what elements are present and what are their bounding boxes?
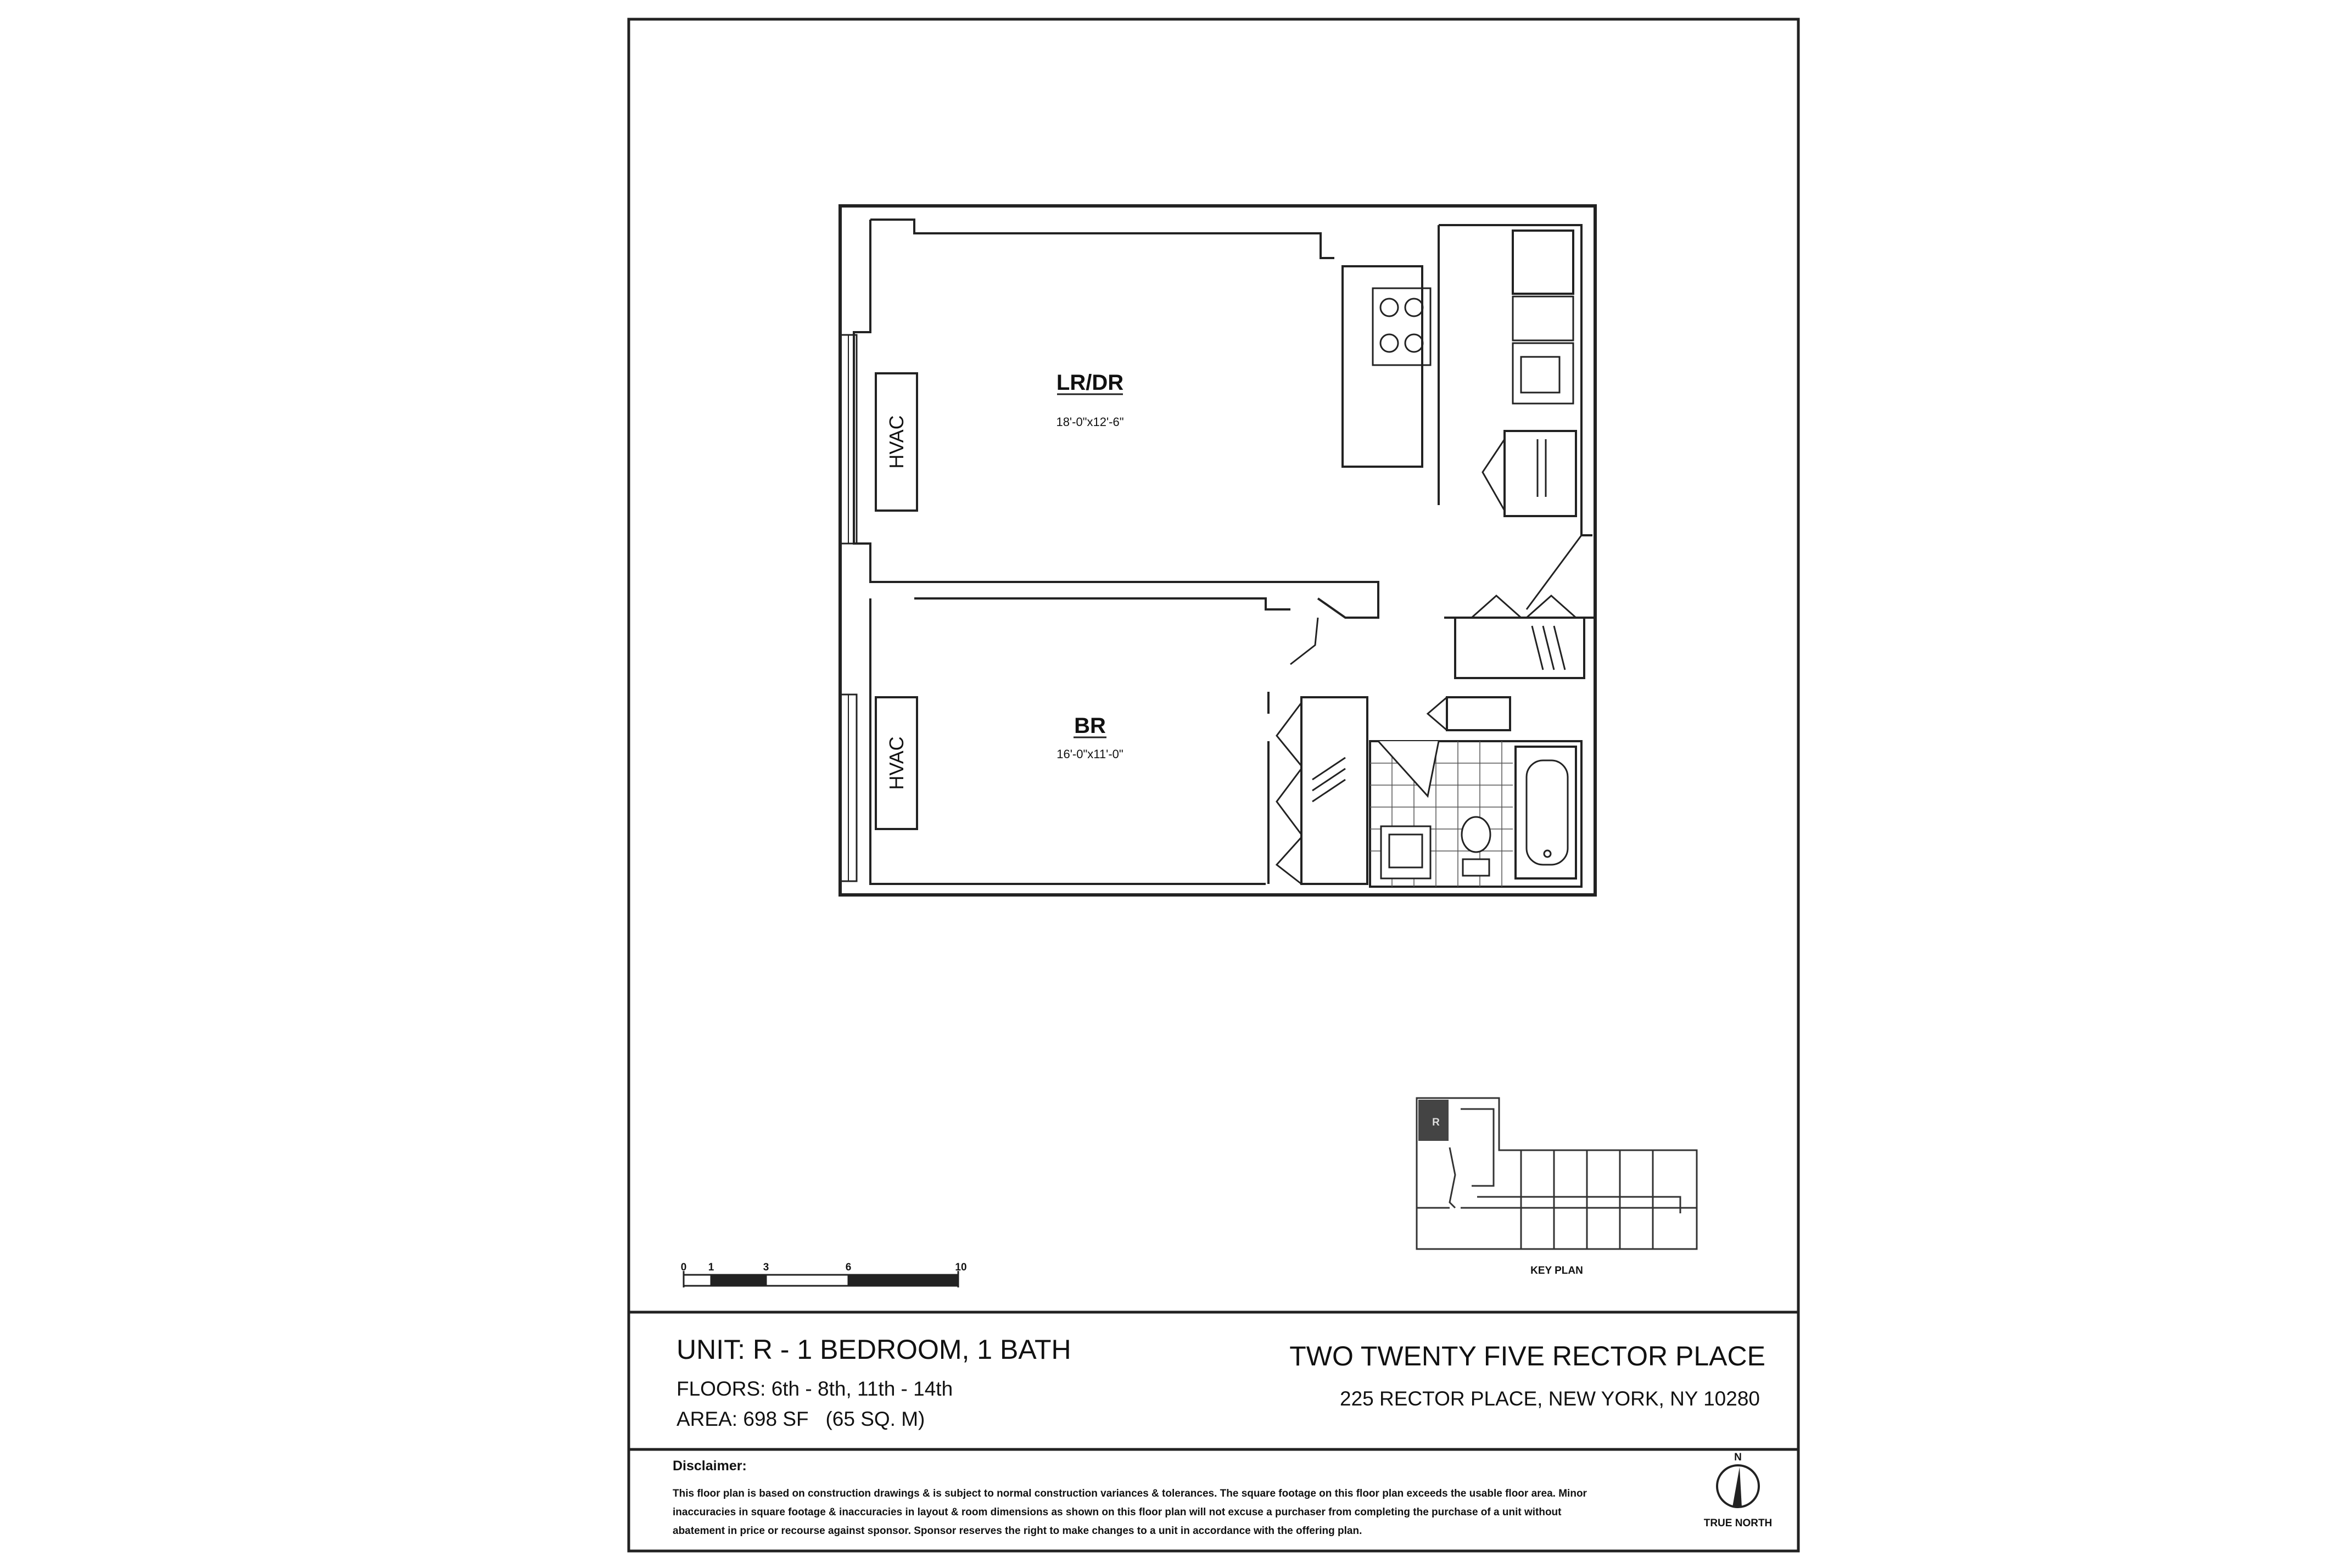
bedroom-hvac-label: HVAC <box>885 736 908 789</box>
unit-floors: FLOORS: 6th - 8th, 11th - 14th <box>677 1377 953 1400</box>
bedroom-hvac-unit <box>875 696 918 830</box>
bedroom-window <box>839 693 858 882</box>
living-room-hvac-label: HVAC <box>885 415 908 468</box>
bedroom-top-wall <box>914 597 1290 611</box>
north-arrow <box>1716 1464 1760 1508</box>
scale-label-3: 3 <box>763 1262 769 1273</box>
bedroom-door-swing <box>1290 617 1319 665</box>
disclaimer-line-1: This floor plan is based on construction… <box>673 1488 1587 1499</box>
building-name: TWO TWENTY FIVE RECTOR PLACE <box>1289 1341 1765 1371</box>
true-north-label: TRUE NORTH <box>1704 1517 1773 1529</box>
bedroom-name: BR <box>1074 714 1106 738</box>
kitchen-wall <box>1439 224 1592 536</box>
unit-floor-plan <box>838 204 1597 897</box>
linen-closet <box>1426 696 1511 731</box>
key-plan-stair <box>1449 1147 1456 1209</box>
refrigerator <box>1512 229 1574 295</box>
scale-bar <box>683 1271 959 1287</box>
unit-title: UNIT: R - 1 BEDROOM, 1 BATH <box>677 1334 1071 1365</box>
key-plan-highlighted-unit <box>1418 1100 1449 1141</box>
scale-label-1: 1 <box>708 1262 714 1273</box>
living-room-window <box>839 334 858 545</box>
bedroom-closet <box>1275 696 1368 885</box>
dishwasher <box>1512 295 1574 341</box>
kitchen-counter <box>1341 265 1423 468</box>
living-room-top-wall <box>870 219 1334 259</box>
key-plan-outline <box>1416 1097 1698 1250</box>
disclaimer-heading: Disclaimer: <box>673 1458 747 1474</box>
exterior-wall-outer <box>838 204 1597 897</box>
hall-closet <box>1454 594 1585 679</box>
unit-area: AREA: 698 SF (65 SQ. M) <box>677 1408 925 1430</box>
kitchen-sink <box>1512 342 1574 405</box>
living-room-wall <box>853 220 1379 619</box>
disclaimer-line-2: inaccuracies in square footage & inaccur… <box>673 1507 1562 1518</box>
toilet <box>1461 816 1491 877</box>
key-plan <box>1416 1097 1698 1250</box>
bath-sink <box>1380 825 1432 880</box>
key-plan-label: KEY PLAN <box>1530 1265 1583 1276</box>
bathtub <box>1514 746 1577 880</box>
key-plan-corridor <box>1461 1108 1681 1213</box>
building-address: 225 RECTOR PLACE, NEW YORK, NY 10280 <box>1340 1387 1760 1410</box>
entry-door-swing <box>1525 534 1592 610</box>
living-room-dimensions: 18'-0"x12'-6" <box>1056 415 1123 429</box>
living-room-hvac-unit <box>875 372 918 512</box>
disclaimer-line-3: abatement in price or recourse against s… <box>673 1525 1362 1537</box>
sheet-border <box>627 18 1800 1553</box>
scale-label-0: 0 <box>681 1262 687 1273</box>
bedroom-dimensions: 16'-0"x11'-0" <box>1056 747 1123 761</box>
kitchen-closet <box>1482 430 1577 517</box>
bedroom-left-wall <box>869 598 1266 885</box>
living-room-name: LR/DR <box>1056 371 1123 395</box>
north-mark: N <box>1734 1452 1742 1463</box>
range-cooktop <box>1372 287 1432 366</box>
scale-label-6: 6 <box>846 1262 852 1273</box>
key-plan-unit-marker: R <box>1432 1117 1440 1128</box>
scale-label-10: 10 <box>955 1262 966 1273</box>
